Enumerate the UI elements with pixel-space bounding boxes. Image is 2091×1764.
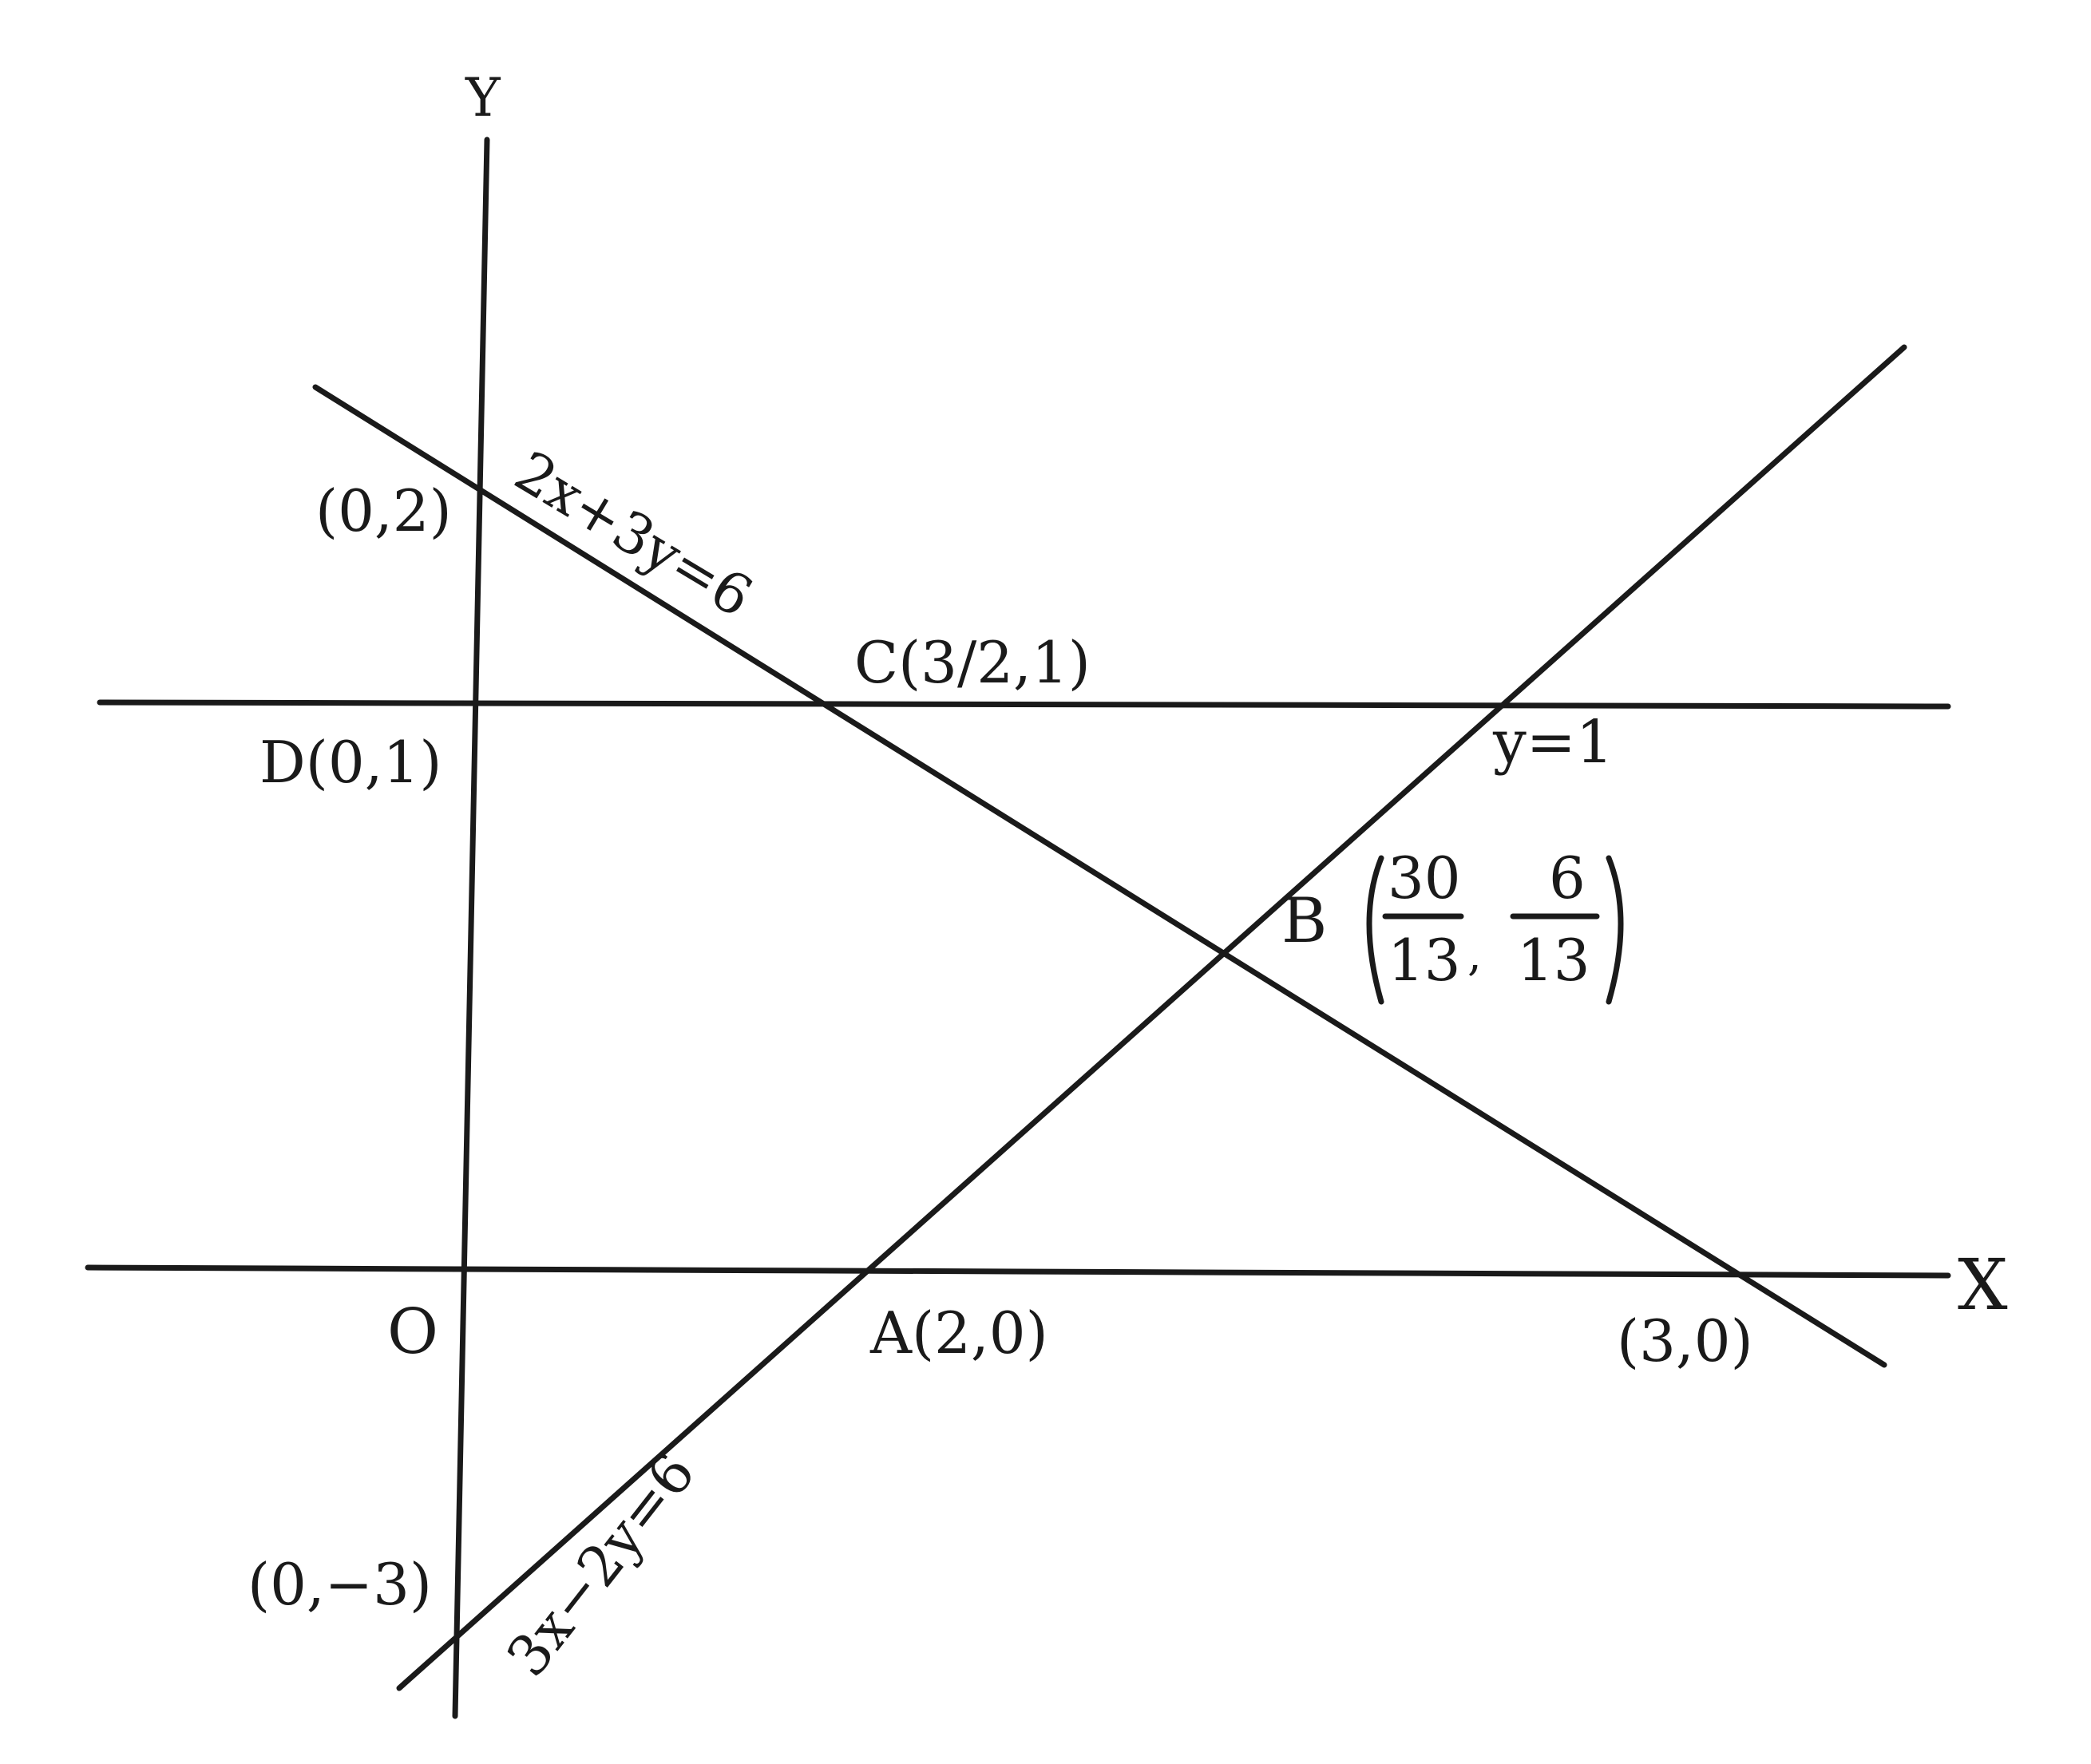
b-y-denominator: 13 [1517,927,1590,994]
point-d-label: D(0,1) [259,729,442,796]
svg-text:,: , [1467,929,1482,981]
point-3-0-label: (3,0) [1617,1307,1753,1374]
b-y-numerator: 6 [1549,844,1586,912]
x-axis-label: X [1958,1244,2008,1326]
point-0-minus-3-label: (0,−3) [248,1551,432,1618]
point-b-label: B 30 13 , 6 13 [1281,844,1624,1005]
line-y-equals-1-label: y=1 [1492,708,1614,777]
point-0-2-label: (0,2) [315,477,452,544]
line-2x-plus-3y-label: 2x+3y=6 [504,438,763,630]
y-axis-label: Y [465,67,501,129]
b-x-numerator: 30 [1388,844,1461,912]
point-a-label: A(2,0) [869,1299,1048,1367]
left-paren [1366,855,1384,1005]
point-c-label: C(3/2,1) [854,629,1091,696]
y-axis [452,136,490,1719]
point-b-name: B [1281,885,1327,957]
line-3x-minus-2y-equals-6 [396,344,1907,1691]
line-3x-minus-2y-label: 3x−2y=6 [494,1441,708,1688]
line-y-equals-1 [97,699,1951,710]
origin-label: O [387,1296,438,1368]
right-paren [1606,855,1624,1005]
b-x-denominator: 13 [1388,927,1461,994]
line-2x-plus-3y-equals-6 [312,384,1887,1368]
x-axis [85,1264,1951,1279]
